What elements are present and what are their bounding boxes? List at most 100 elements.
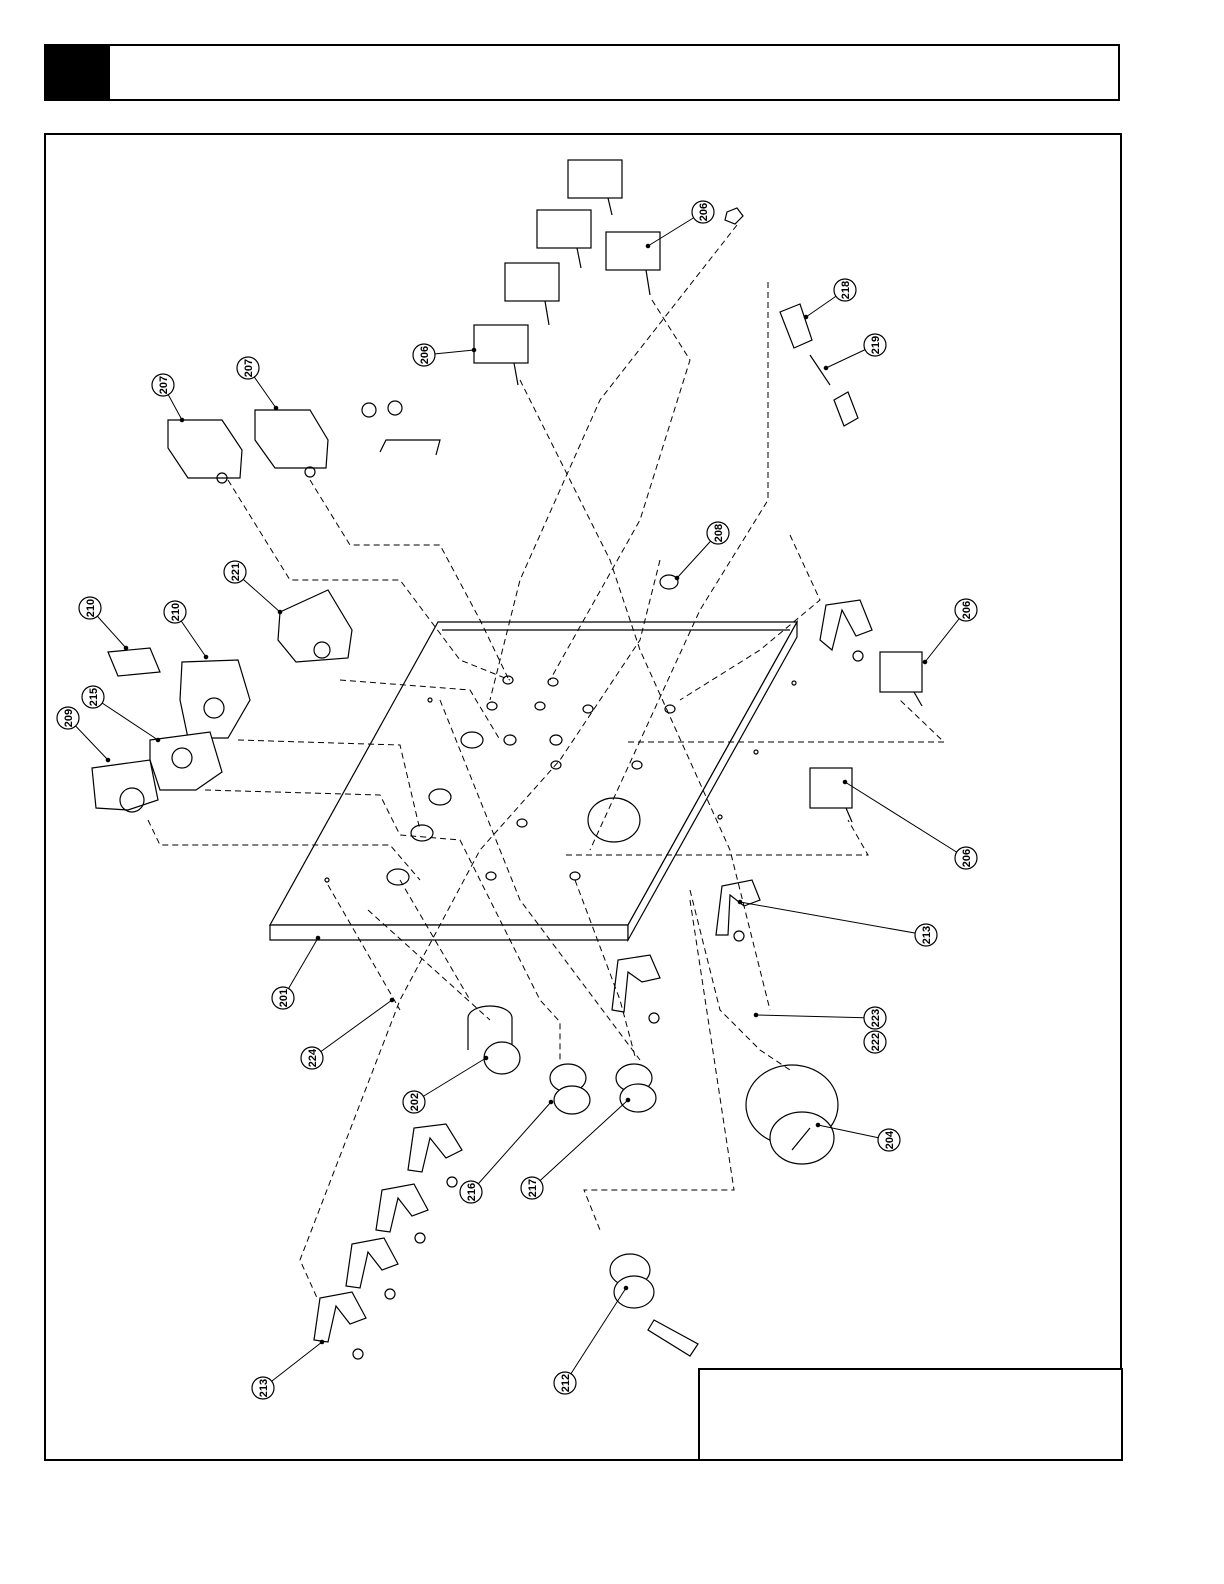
callout-label: 224 — [307, 1048, 319, 1067]
leader-arrowhead — [274, 406, 278, 410]
leader-line — [756, 1015, 875, 1018]
callout-204: 204 — [878, 1129, 900, 1151]
leader-arrowhead — [824, 366, 828, 370]
clip-213-mid — [612, 955, 660, 1012]
leader-arrowhead — [816, 1123, 820, 1127]
callout-label: 206 — [698, 203, 710, 221]
callout-label: 210 — [170, 603, 182, 621]
callout-label: 202 — [409, 1093, 421, 1111]
leader-arrowhead — [106, 758, 110, 762]
callout-213: 213 — [915, 924, 937, 946]
knob-210-large — [180, 660, 250, 738]
callout-201: 201 — [272, 987, 294, 1009]
rocker-switch-207 — [168, 410, 328, 483]
leader-arrowhead — [843, 780, 847, 784]
callout-224: 224 — [301, 1047, 323, 1069]
bracket — [380, 440, 440, 455]
leader-arrowhead — [316, 936, 320, 940]
leader-line — [740, 902, 926, 935]
leader-arrowhead — [180, 418, 184, 422]
knob-210-small — [108, 648, 160, 676]
callout-label: 223 — [870, 1009, 882, 1027]
callout-label: 209 — [63, 709, 75, 727]
leader-arrowhead — [626, 1098, 630, 1102]
callout-label: 206 — [961, 601, 973, 619]
callout-label: 212 — [560, 1374, 572, 1392]
callout-label: 215 — [88, 688, 100, 706]
fuse-holder-218 — [780, 304, 858, 426]
leader-arrowhead — [923, 660, 927, 664]
meter-204 — [746, 1065, 838, 1164]
callout-208: 208 — [707, 522, 729, 544]
washer — [388, 401, 402, 415]
callout-207: 207 — [152, 374, 174, 396]
leader-arrowhead — [156, 738, 160, 742]
leader-arrowhead — [738, 900, 742, 904]
leader-arrowhead — [754, 1013, 758, 1017]
bezel-215 — [150, 732, 222, 790]
callout-218: 218 — [834, 279, 856, 301]
callout-label: 222 — [870, 1033, 882, 1051]
callout-label: 216 — [466, 1183, 478, 1201]
key-switch-212 — [610, 1254, 654, 1308]
callout-206: 206 — [413, 344, 435, 366]
callout-label: 213 — [921, 926, 933, 944]
callout-207: 207 — [237, 357, 259, 379]
callout-label: 201 — [278, 989, 290, 1007]
leader-arrowhead — [484, 1056, 488, 1060]
callout-217: 217 — [521, 1177, 543, 1199]
callout-label: 210 — [85, 599, 97, 617]
switch-209 — [92, 760, 158, 810]
leader-arrowhead — [804, 315, 808, 319]
clip-213-row — [314, 1124, 462, 1359]
leader-line — [312, 1000, 392, 1058]
title-block — [698, 1368, 1123, 1461]
toggle-switch-206-right — [880, 652, 922, 692]
callout-label: 204 — [884, 1130, 896, 1149]
callout-222: 222 — [864, 1031, 886, 1053]
leader-arrowhead — [549, 1100, 553, 1104]
callout-212: 212 — [554, 1372, 576, 1394]
leader-line — [414, 1058, 486, 1102]
leader-line — [93, 697, 158, 740]
leader-arrowhead — [124, 646, 128, 650]
callout-label: 206 — [961, 849, 973, 867]
callout-216: 216 — [460, 1181, 482, 1203]
leader-arrowhead — [320, 1340, 324, 1344]
clip-213-lower — [716, 880, 760, 935]
callout-202: 202 — [403, 1091, 425, 1113]
toggle-switch-206-lower — [810, 768, 852, 808]
clip-213 — [820, 600, 872, 650]
callout-206: 206 — [955, 847, 977, 869]
key — [648, 1320, 698, 1356]
main-panel-201 — [270, 622, 797, 940]
pushbutton-217 — [616, 1064, 656, 1112]
leader-arrowhead — [204, 655, 208, 659]
washer — [362, 403, 376, 417]
callout-215: 215 — [82, 686, 104, 708]
receptacle-221 — [278, 590, 352, 662]
callout-213: 213 — [252, 1377, 274, 1399]
leader-line — [565, 1288, 626, 1383]
leader-arrowhead — [278, 610, 282, 614]
callout-223: 223 — [864, 1007, 886, 1029]
leader-arrowhead — [624, 1286, 628, 1290]
callout-label: 207 — [243, 359, 255, 377]
callout-label: 207 — [158, 376, 170, 394]
callout-label: 206 — [419, 346, 431, 364]
leader-arrowhead — [675, 576, 679, 580]
callout-219: 219 — [864, 334, 886, 356]
callout-label: 219 — [870, 336, 882, 354]
pushbutton-216 — [550, 1064, 590, 1114]
callout-210: 210 — [79, 597, 101, 619]
callout-206: 206 — [692, 201, 714, 223]
leader-arrowhead — [646, 244, 650, 248]
callout-206: 206 — [955, 599, 977, 621]
callout-label: 221 — [230, 563, 242, 581]
toggle-switch-206-top-group — [474, 160, 660, 385]
nut — [725, 208, 743, 224]
leader-line — [471, 1102, 551, 1192]
callout-label: 213 — [258, 1379, 270, 1397]
leader-arrowhead — [390, 998, 394, 1002]
